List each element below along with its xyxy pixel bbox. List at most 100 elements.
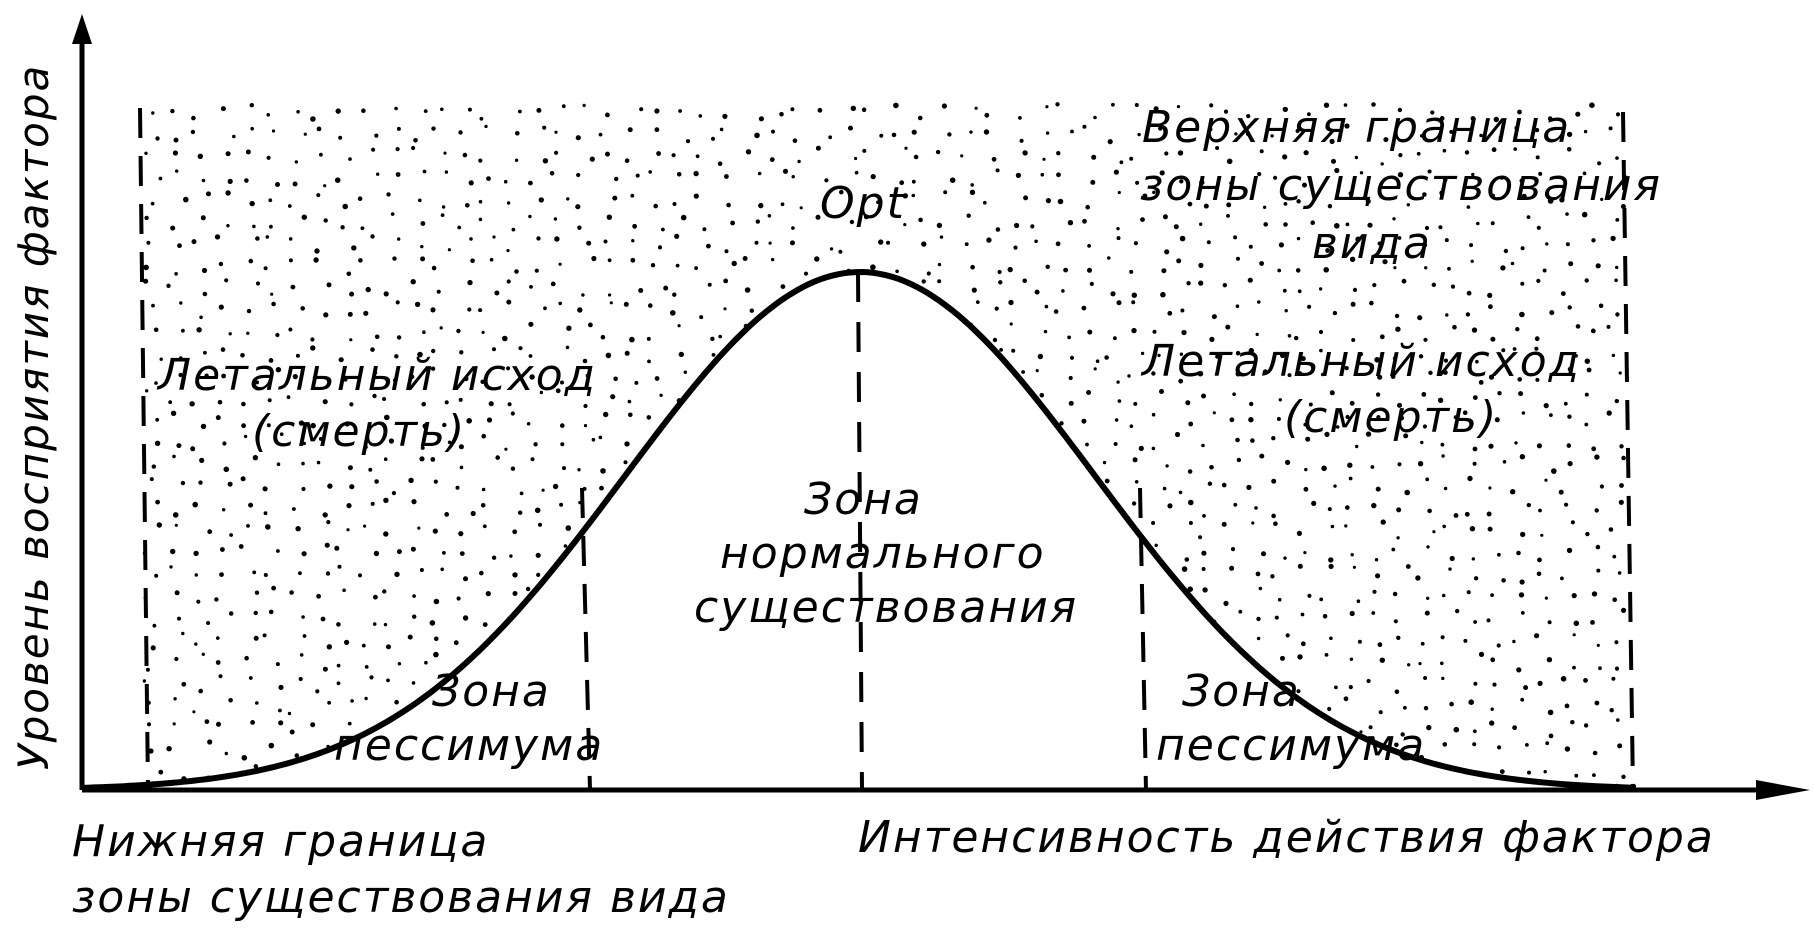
- stipple-dot: [1085, 442, 1089, 447]
- stipple-dot: [1427, 508, 1432, 514]
- stipple-dot: [1575, 111, 1581, 117]
- stipple-dot: [1230, 547, 1236, 552]
- stipple-dot: [528, 180, 533, 186]
- stipple-dot: [1469, 526, 1476, 532]
- stipple-dot: [848, 125, 853, 131]
- stipple-dot: [770, 766, 775, 772]
- stipple-dot: [1175, 687, 1179, 692]
- stipple-dot: [407, 634, 413, 640]
- stipple-dot: [198, 688, 203, 694]
- stipple-dot: [255, 236, 260, 241]
- stipple-dot: [395, 172, 401, 177]
- stipple-dot: [946, 455, 952, 461]
- stipple-dot: [228, 332, 232, 336]
- stipple-dot: [1040, 479, 1045, 484]
- stipple-dot: [310, 337, 315, 342]
- stipple-dot: [1318, 287, 1323, 291]
- stipple-dot: [603, 239, 608, 244]
- stipple-dot: [1082, 218, 1087, 224]
- stipple-dot: [325, 571, 331, 576]
- stipple-dot: [1280, 352, 1286, 359]
- stipple-dot: [1497, 391, 1502, 396]
- upper-bound-label-line3: вида: [1312, 218, 1432, 269]
- stipple-dot: [635, 173, 640, 178]
- stipple-dot: [902, 193, 908, 199]
- stipple-dot: [1359, 730, 1363, 734]
- stipple-dot: [1473, 775, 1478, 781]
- stipple-dot: [1493, 116, 1500, 123]
- stipple-dot: [181, 328, 185, 333]
- stipple-dot: [1415, 575, 1421, 581]
- stipple-dot: [1207, 127, 1213, 132]
- stipple-dot: [1224, 644, 1229, 649]
- stipple-dot: [654, 108, 660, 114]
- stipple-dot: [1283, 202, 1288, 206]
- stipple-dot: [1103, 595, 1109, 600]
- stipple-dot: [1615, 156, 1619, 160]
- stipple-dot: [1081, 418, 1087, 424]
- stipple-dot: [866, 303, 872, 310]
- stipple-dot: [1488, 799, 1492, 803]
- stipple-dot: [174, 590, 180, 596]
- stipple-dot: [512, 591, 518, 596]
- stipple-dot: [1135, 732, 1140, 737]
- stipple-dot: [423, 109, 428, 113]
- pessimum-left-line2: пессимума: [334, 720, 604, 771]
- stipple-dot: [1304, 467, 1308, 472]
- stipple-dot: [518, 109, 522, 114]
- stipple-dot: [1198, 535, 1203, 540]
- stipple-dot: [347, 465, 353, 471]
- stipple-dot: [150, 645, 156, 651]
- stipple-dot: [262, 633, 267, 638]
- stipple-dot: [276, 462, 281, 467]
- stipple-dot: [1246, 114, 1251, 119]
- stipple-dot: [429, 620, 436, 626]
- stipple-dot: [218, 304, 224, 310]
- stipple-dot: [1585, 531, 1590, 537]
- stipple-dot: [779, 111, 784, 117]
- stipple-dot: [1039, 392, 1045, 398]
- stipple-dot: [479, 116, 484, 121]
- stipple-dot: [292, 374, 298, 380]
- stipple-dot: [698, 114, 703, 118]
- stipple-dot: [1510, 261, 1515, 266]
- stipple-dot: [1034, 239, 1038, 244]
- stipple-dot: [722, 113, 728, 119]
- stipple-dot: [417, 526, 421, 530]
- stipple-dot: [1466, 290, 1472, 296]
- stipple-dot: [654, 376, 660, 381]
- stipple-dot: [1058, 644, 1062, 648]
- stipple-dot: [1295, 268, 1301, 273]
- stipple-dot: [302, 441, 306, 446]
- stipple-dot: [1305, 436, 1311, 442]
- stipple-dot: [346, 528, 350, 532]
- stipple-dot: [1319, 348, 1323, 353]
- stipple-dot: [961, 487, 967, 492]
- stipple-dot: [1056, 151, 1061, 156]
- stipple-dot: [1308, 402, 1313, 407]
- stipple-dot: [861, 107, 867, 113]
- stipple-dot: [279, 432, 284, 437]
- stipple-dot: [383, 531, 389, 537]
- stipple-dot: [945, 731, 951, 737]
- stipple-dot: [519, 491, 524, 496]
- stipple-dot: [1590, 328, 1596, 334]
- stipple-dot: [1518, 391, 1524, 397]
- stipple-dot: [1546, 657, 1553, 663]
- stipple-dot: [1045, 131, 1050, 135]
- stipple-dot: [1069, 466, 1074, 470]
- stipple-dot: [819, 469, 824, 474]
- stipple-dot: [1257, 172, 1262, 177]
- stipple-dot: [694, 634, 699, 639]
- stipple-dot: [344, 421, 350, 427]
- stipple-dot: [1521, 411, 1526, 415]
- stipple-dot: [440, 213, 445, 218]
- stipple-dot: [1608, 126, 1613, 131]
- stipple-dot: [756, 420, 762, 426]
- stipple-dot: [823, 414, 828, 419]
- stipple-dot: [1141, 571, 1146, 575]
- stipple-dot: [286, 395, 291, 400]
- stipple-dot: [181, 681, 187, 687]
- stipple-dot: [1610, 235, 1616, 242]
- stipple-dot: [767, 432, 771, 436]
